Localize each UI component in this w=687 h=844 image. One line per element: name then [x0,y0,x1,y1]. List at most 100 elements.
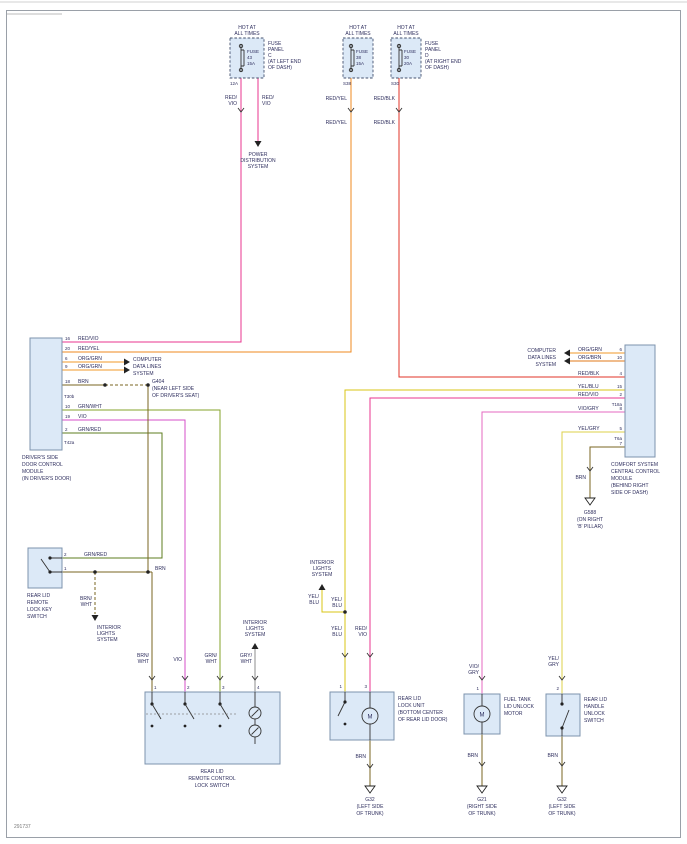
ground-location: OF TRUNK) [468,811,495,817]
computer-data-lines-ref-left: COMPUTER DATA LINES SYSTEM [124,357,162,377]
wire-label: BRN [355,754,366,760]
fuse-38: HOT AT ALL TIMES FUSE 38 15A S38 RED/YEL… [326,25,374,126]
fuse-panel-label: PANEL [268,47,284,53]
pin-number: 3 [222,685,225,690]
pin-number: 18 [65,379,71,384]
splice-dot [146,570,150,574]
pin-number: 4 [619,371,622,376]
wire-label: WHT [138,659,149,665]
wire-label: RED/BLK [578,371,600,377]
system-ref-label: SYSTEM [133,371,154,377]
contact-dot [560,702,564,706]
system-ref-label: DATA LINES [133,364,162,370]
component-label: REAR LID [27,593,50,599]
fuse-panel-label: PANEL [425,47,441,53]
wire-grn-red [62,432,163,559]
wire-label: RED/ [262,95,275,101]
ground-icon [364,785,376,794]
rear-lid-lock-unit: YEL/ BLU RED/ VIO 1 3 M REAR LID LOCK UN… [329,626,448,817]
wire-label: BRN [155,566,166,572]
wire-label: BLU [332,632,342,638]
system-ref-label: INTERIOR [310,560,334,566]
arrow-right-icon [124,358,130,366]
wire-label: RED/YEL [326,120,348,126]
module-label: DRIVER'S SIDE [22,455,59,461]
fuse-panel-label: C [268,53,272,59]
remote-control-lock-switch: BRN/ WHT VIO GRN/ WHT GRY/ WHT 1 2 3 4 I… [137,620,281,789]
system-ref-label: INTERIOR [243,620,267,626]
wire-label: ORG/GRN [78,364,102,370]
wire-label: BLU [309,600,319,606]
ground-icon [556,785,568,794]
fuse-panel-label: OF DASH) [425,65,449,71]
wire-label: GRY [548,662,559,668]
fuse-box [342,37,374,79]
wire-label: RED/BLK [374,96,396,102]
arrow-up-icon [318,584,326,590]
ground-location: (NEAR LEFT SIDE [152,386,195,392]
indicator-lamp-icon [248,724,262,738]
wire-red-vio-feed [62,78,242,343]
switch-arm-icon [151,703,230,720]
fuse-name: FUSE [247,49,259,54]
connector-label: T6a [614,436,622,441]
fuel-tank-lid-unlock-motor: VIO/ GRY 1 M FUEL TANK LID UNLOCK MOTOR … [463,664,535,817]
wire-label: VIO [358,632,367,638]
fuse-panel-label: (AT LEFT END [268,59,301,65]
arrow-down-icon [91,615,99,621]
ground-location: (LEFT SIDE [549,804,577,810]
wire-label: YEL/BLU [578,384,599,390]
fuse-30: HOT AT ALL TIMES FUSE 30 20A FUSE PANEL … [374,25,462,126]
fuse-box [229,37,265,79]
ground-name: G32 [365,797,375,803]
system-ref-label: LIGHTS [97,631,116,637]
module-label: (BEHIND RIGHT [611,483,649,489]
pin-number: 1 [476,686,479,691]
pin-number: 15 [617,384,623,389]
module-label: MODULE [22,469,44,475]
system-ref-label: SYSTEM [248,164,269,170]
module-label: SIDE OF DASH) [611,490,648,496]
switch-box [27,547,63,589]
pin-number: 6 [65,356,68,361]
pin-number: 4 [257,685,260,690]
switch-contact-icon [40,557,62,573]
fuse-terminal [348,67,354,73]
hot-label: ALL TIMES [393,31,419,37]
pin-number: 19 [65,414,71,419]
fuse-icon [350,44,355,72]
arrow-up-icon [251,643,259,649]
pin-number: 8 [619,406,622,411]
fuse-box [390,37,422,79]
fuse-number: 43 [247,55,253,60]
rear-lid-key-switch: 2 GRN/RED 1 BRN REAR LID REMOTE LOCK KEY… [27,547,166,643]
connector-icon [181,675,189,681]
ground-location: (RIGHT SIDE [467,804,498,810]
fuse-terminal-label: 12A [230,81,238,86]
splice-dot [103,383,107,387]
pin-number: 9 [65,364,68,369]
contact-dot [48,556,52,560]
contact-dot [560,726,564,730]
motor-icon [473,705,491,723]
connector-icon [395,107,403,113]
power-distribution-ref: POWER DISTRIBUTION SYSTEM [240,141,276,170]
pin-number: 2 [619,392,622,397]
junction-dots [93,383,347,614]
wire-label: YEL/ [548,656,559,662]
system-ref-label: DISTRIBUTION [240,158,276,164]
wire-red-yel-feed [62,78,352,353]
ground-location: 'B' PILLAR) [577,524,603,530]
wire-label: BRN/ [137,653,150,659]
wire-label: GRN/ [205,653,218,659]
pin-number: 16 [65,336,71,341]
pin-number: 7 [619,441,622,446]
switch-box [545,693,581,737]
component-label: SWITCH [584,718,604,724]
wire-label: GRY [468,670,479,676]
module-label: (IN DRIVER'S DOOR) [22,476,72,482]
wire-label: VIO [173,657,182,663]
fuse-rating: 15A [356,61,364,66]
contact-dot [183,724,187,728]
system-ref-label: LIGHTS [313,566,332,572]
